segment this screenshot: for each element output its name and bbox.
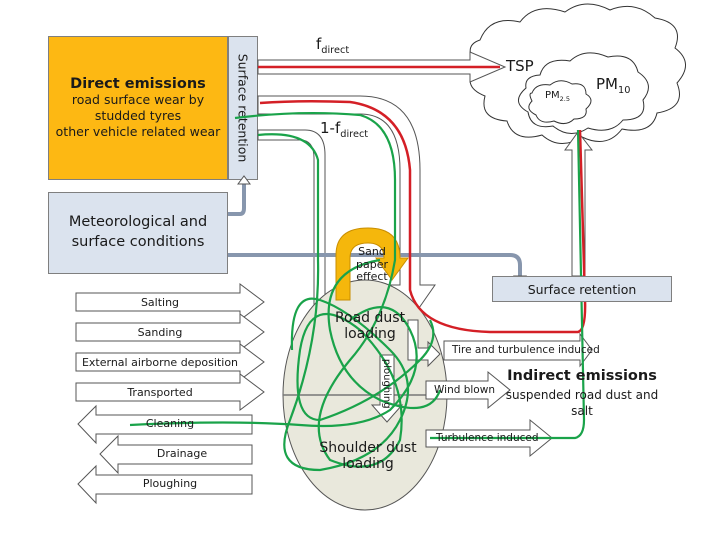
output-arrow-ploughing bbox=[77, 464, 253, 505]
output-arrow-drainage bbox=[99, 434, 253, 475]
surface-retention-indirect: Surface retention bbox=[492, 276, 672, 302]
tire-turbulence-label: Tire and turbulence induced bbox=[452, 344, 600, 356]
input-label-external-deposition: External airborne deposition bbox=[81, 356, 239, 369]
output-label-drainage: Drainage bbox=[156, 447, 208, 460]
met-to-retention-connector bbox=[228, 182, 246, 216]
turbulence-induced-label: Turbulence induced bbox=[436, 432, 539, 444]
ploughing-vertical-label: ploughing bbox=[380, 358, 392, 409]
one-minus-f-direct-label: 1-fdirect bbox=[320, 119, 369, 140]
pm25-label: PM2.5 bbox=[545, 90, 571, 103]
direct-emissions-line: road surface wear by bbox=[71, 91, 205, 107]
direct-emissions-title: Direct emissions bbox=[70, 75, 206, 92]
direct-emissions-line: studded tyres bbox=[94, 107, 182, 123]
input-arrows bbox=[75, 283, 265, 411]
tsp-label: TSP bbox=[506, 57, 534, 75]
input-arrow-sanding bbox=[75, 313, 265, 351]
wind-blown-label: Wind blown bbox=[434, 384, 495, 396]
atmosphere-cloud bbox=[469, 3, 686, 144]
f-direct-label: fdirect bbox=[316, 35, 350, 56]
meteorological-conditions-box: Meteorological and surface conditions bbox=[48, 192, 228, 274]
output-label-cleaning: Cleaning bbox=[145, 417, 195, 430]
met-to-indirect-retention-connector bbox=[228, 253, 522, 278]
surface-retention-indirect-label: Surface retention bbox=[527, 281, 637, 297]
red-paths bbox=[258, 65, 587, 334]
direct-emissions-box: Direct emissions road surface wear by st… bbox=[48, 36, 228, 180]
input-arrow-external-deposition bbox=[75, 343, 265, 381]
one-minus-f-direct-arrow bbox=[257, 95, 436, 319]
input-label-salting: Salting bbox=[140, 296, 180, 309]
met-line-2: surface conditions bbox=[71, 234, 205, 250]
input-arrow-salting bbox=[75, 283, 265, 321]
sandpaper-effect-arrow bbox=[335, 227, 409, 301]
input-label-transported: Transported bbox=[127, 386, 193, 399]
tire-turbulence-arrow bbox=[443, 332, 593, 368]
indirect-emissions-title: Indirect emissions bbox=[507, 368, 657, 384]
input-label-sanding: Sanding bbox=[137, 326, 183, 339]
output-label-ploughing: Ploughing bbox=[142, 477, 198, 490]
input-arrow-transported bbox=[75, 373, 265, 411]
met-line-1: Meteorological and bbox=[68, 214, 208, 231]
pm10-label: PM10 bbox=[596, 75, 631, 96]
direct-emissions-line: other vehicle related wear bbox=[55, 124, 221, 140]
green-paths bbox=[129, 111, 586, 472]
